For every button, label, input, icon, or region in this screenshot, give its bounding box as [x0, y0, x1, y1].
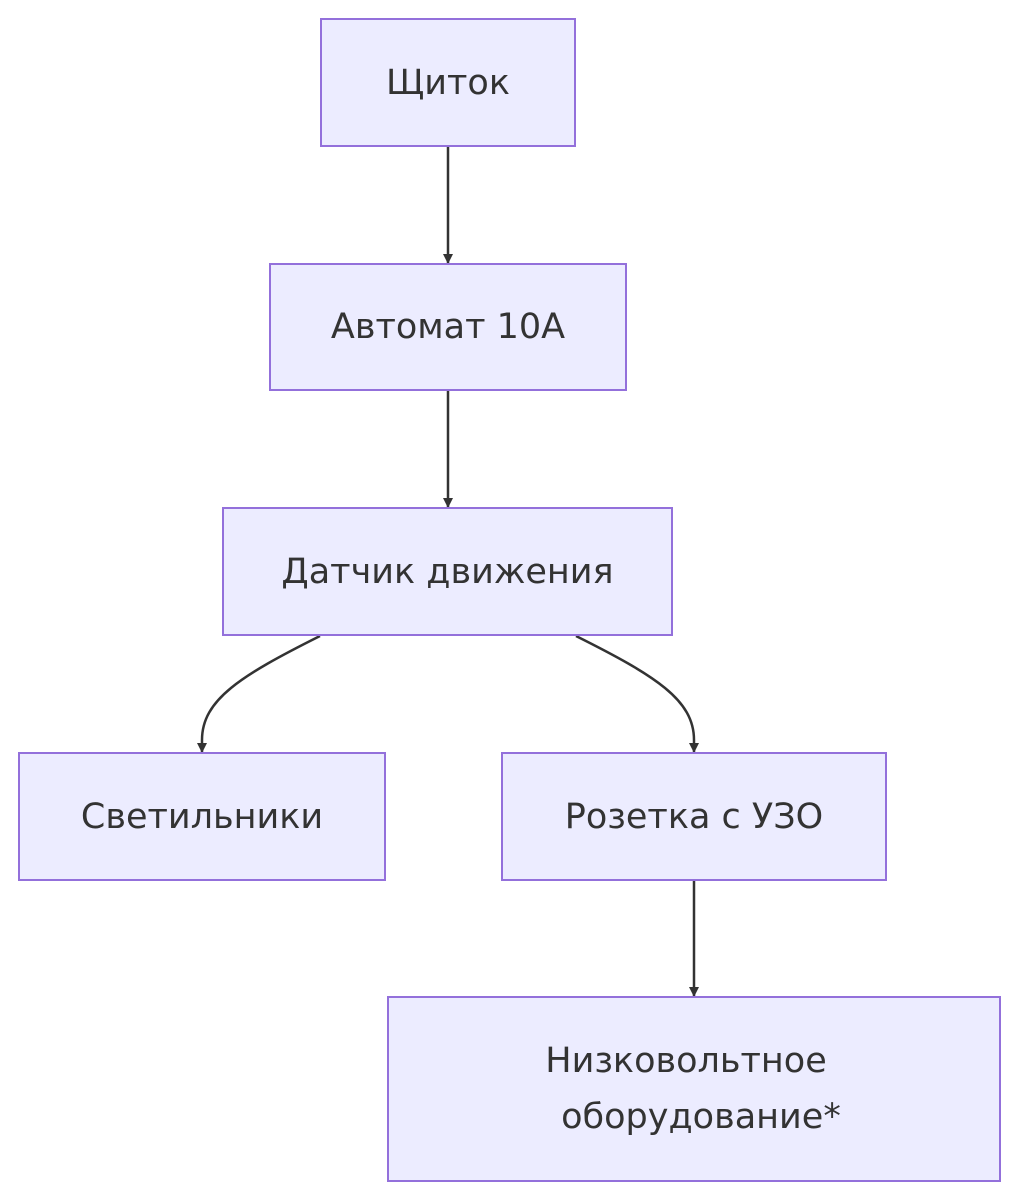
node-rcd-socket: Розетка с УЗО [501, 752, 887, 881]
node-low-voltage-label-line2: оборудование* [561, 1097, 841, 1137]
node-breaker: Автомат 10А [269, 263, 627, 391]
node-lights-label: Светильники [80, 796, 324, 837]
edge-motion-sensor-to-lights [197, 634, 321, 753]
node-motion-sensor: Датчик движения [222, 507, 673, 636]
node-low-voltage-label-line1: Низковольтное [545, 1041, 827, 1081]
node-lights: Светильники [18, 752, 386, 881]
node-rcd-socket-label: Розетка с УЗО [564, 796, 824, 837]
node-panel-label: Щиток [386, 62, 510, 103]
edge-motion-sensor-to-rcd-socket [575, 634, 699, 753]
node-breaker-label: Автомат 10А [330, 307, 566, 347]
node-low-voltage-equipment: Низковольтное оборудование* [387, 996, 1001, 1182]
node-panel: Щиток [320, 18, 576, 147]
node-motion-sensor-label: Датчик движения [281, 551, 614, 592]
